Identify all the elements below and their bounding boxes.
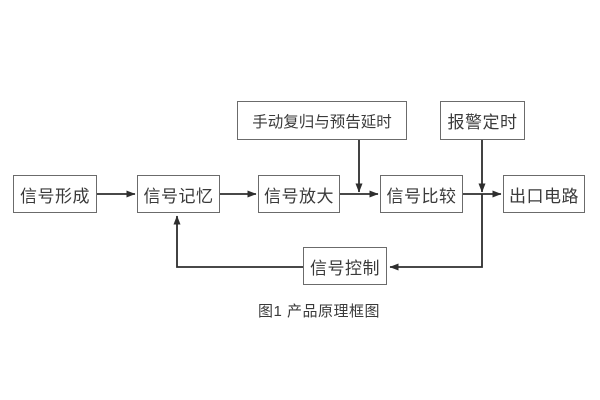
node-manual-reset-delay: 手动复归与预告延时	[237, 101, 407, 140]
node-signal-amplification: 信号放大	[258, 175, 340, 213]
arrow-feedback-to-memory	[173, 215, 303, 268]
node-signal-comparison: 信号比较	[380, 175, 463, 213]
node-signal-control: 信号控制	[303, 247, 387, 285]
figure-caption: 图1 产品原理框图	[258, 303, 381, 320]
arrow-feedback-to-control	[389, 194, 483, 271]
node-signal-memory: 信号记忆	[137, 175, 220, 213]
node-output-circuit: 出口电路	[503, 175, 585, 213]
node-signal-formation: 信号形成	[13, 175, 97, 213]
node-alarm-timing: 报警定时	[440, 101, 525, 140]
